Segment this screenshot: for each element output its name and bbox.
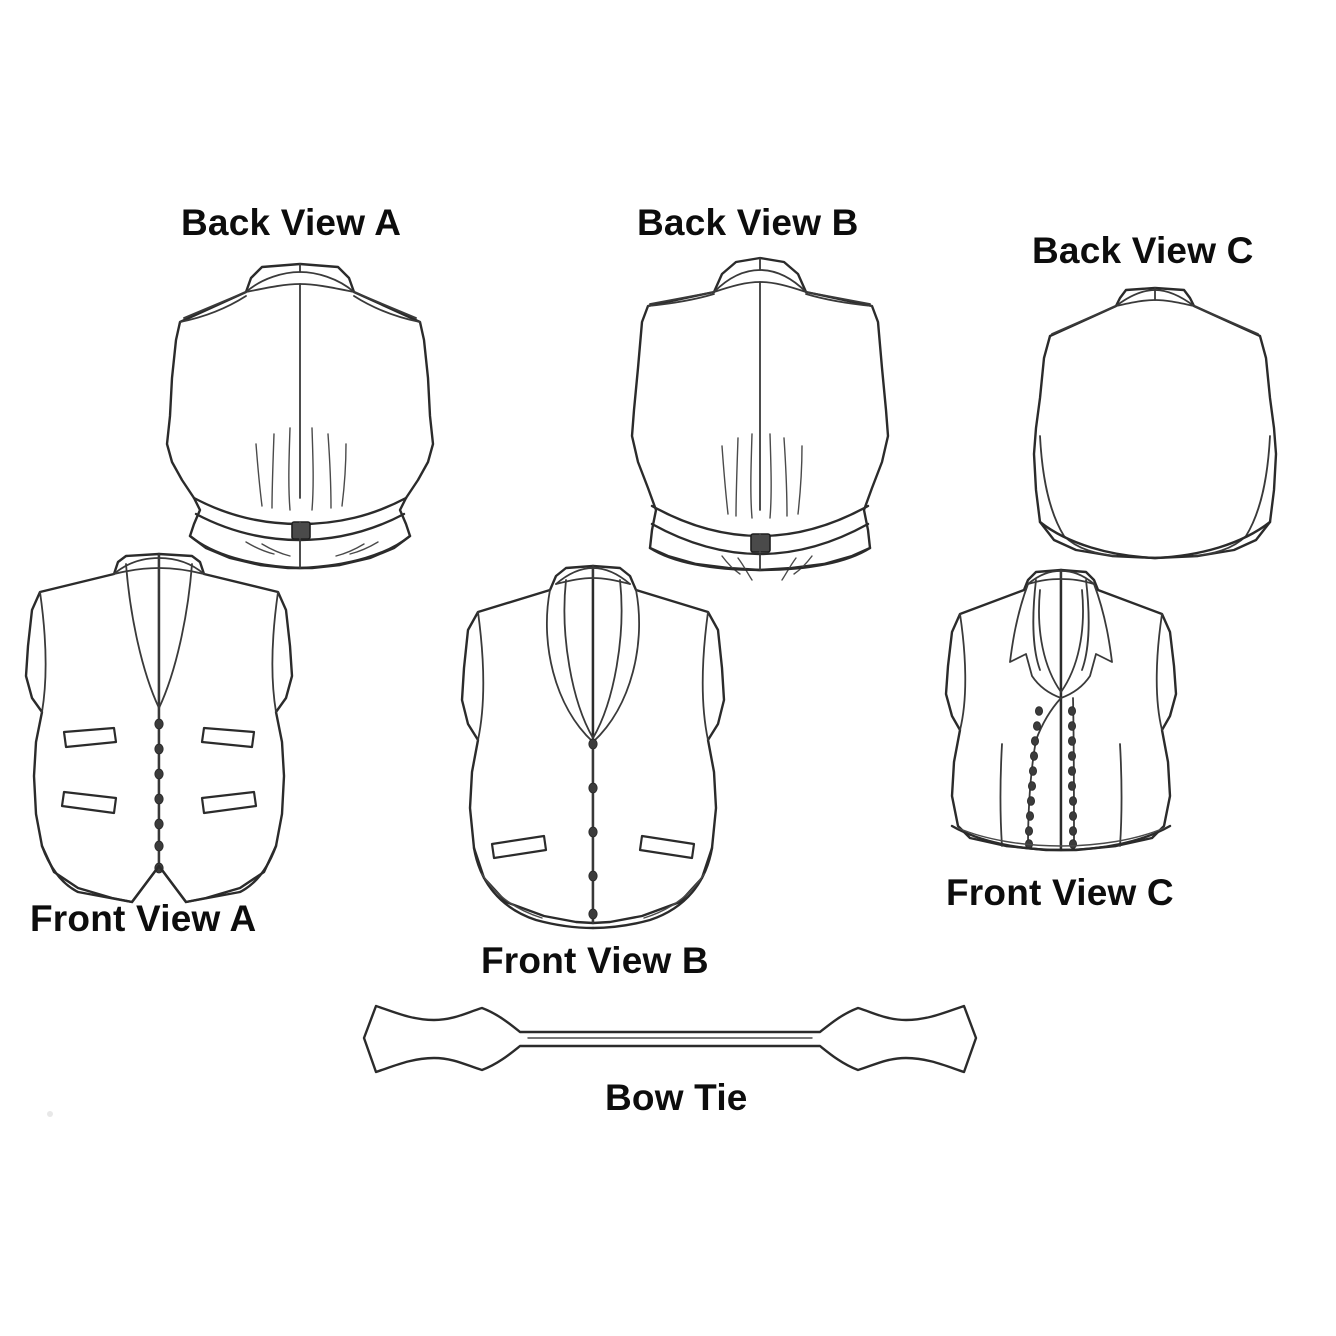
figure-front-view-b <box>448 556 738 936</box>
figure-front-view-a <box>14 536 304 916</box>
label-front-view-b: Front View B <box>481 940 709 981</box>
label-front-view-c: Front View C <box>946 872 1174 913</box>
label-bow-tie: Bow Tie <box>605 1077 748 1118</box>
label-back-view-b: Back View B <box>637 202 859 243</box>
scan-artifact-speck <box>47 1111 53 1117</box>
label-back-view-c: Back View C <box>1032 230 1254 271</box>
figure-back-view-a <box>150 248 450 588</box>
label-back-view-a: Back View A <box>181 202 402 243</box>
figure-bow-tie <box>360 994 980 1084</box>
label-front-view-a: Front View A <box>30 898 257 939</box>
figure-back-view-b <box>610 248 910 608</box>
figure-back-view-c <box>1020 278 1290 568</box>
figure-front-view-c <box>936 558 1186 868</box>
